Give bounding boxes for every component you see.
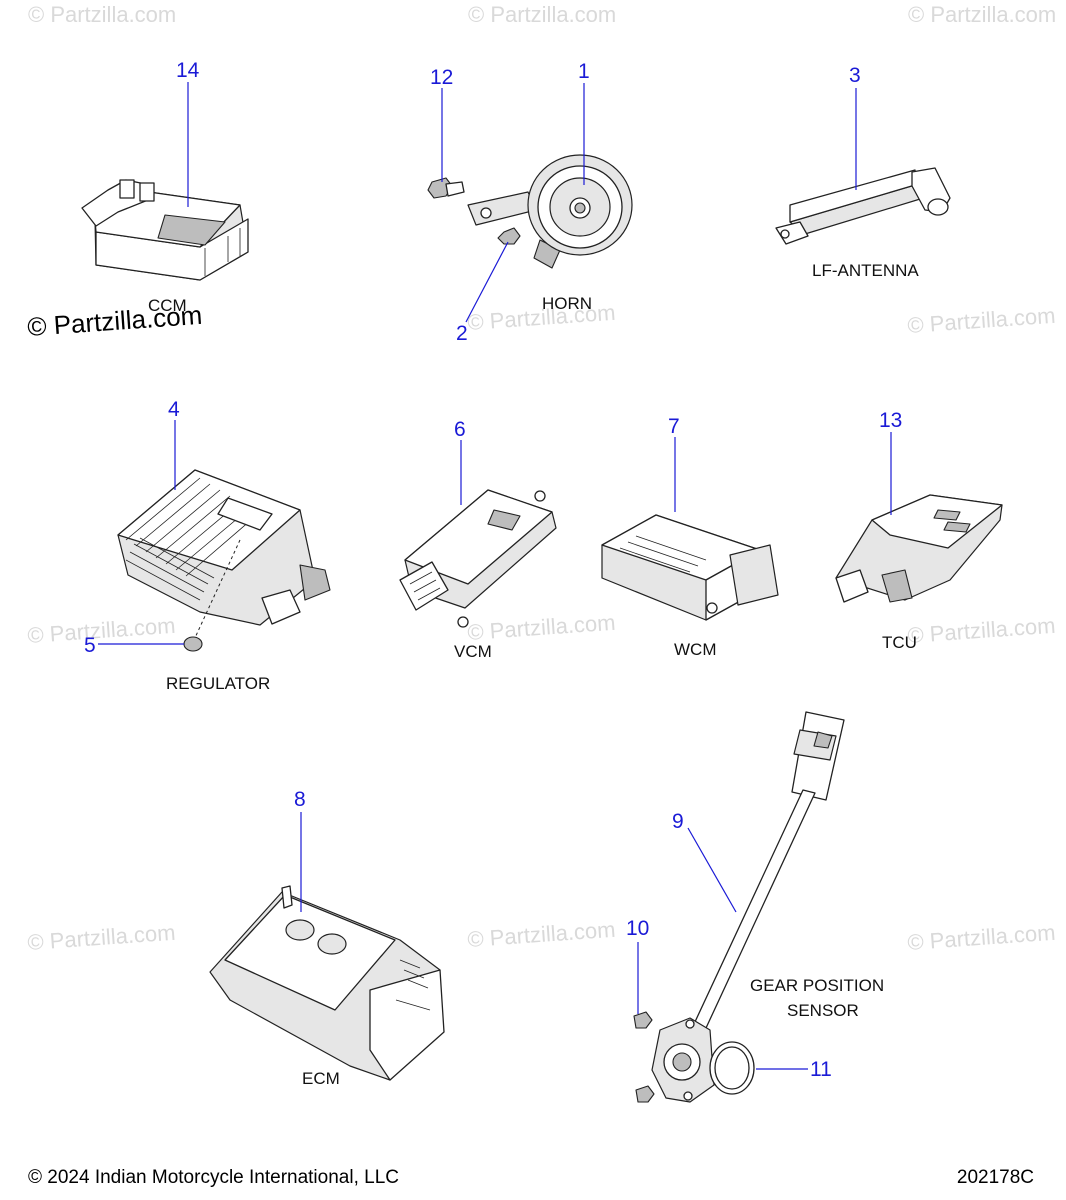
label-vcm: VCM — [454, 642, 492, 661]
callout-7: 7 — [668, 415, 680, 438]
callout-2: 2 — [456, 322, 468, 345]
gear-position-sensor-drawing — [633, 711, 845, 1103]
callout-1: 1 — [578, 60, 590, 83]
watermark: © Partzilla.com — [907, 303, 1057, 338]
callout-4: 4 — [168, 398, 180, 421]
watermark: © Partzilla.com — [907, 613, 1057, 648]
label-sensor: SENSOR — [787, 1001, 859, 1020]
callout-11: 11 — [810, 1058, 832, 1081]
callout-3: 3 — [849, 64, 861, 87]
watermark: © Partzilla.com — [27, 613, 177, 648]
callout-12: 12 — [430, 66, 453, 89]
wcm-drawing — [601, 514, 779, 621]
callout-9: 9 — [672, 810, 684, 833]
partzilla-stamp: © Partzilla.com — [26, 300, 203, 342]
label-regulator: REGULATOR — [166, 674, 270, 693]
label-ecm: ECM — [302, 1069, 340, 1088]
lf-antenna-drawing — [775, 167, 951, 245]
callout-13: 13 — [879, 409, 902, 432]
copyright-notice: © 2024 Indian Motorcycle International, … — [28, 1167, 399, 1188]
label-tcu: TCU — [882, 633, 917, 652]
callout-5: 5 — [84, 634, 96, 657]
ccm-module-drawing — [81, 179, 249, 281]
regulator-drawing — [117, 469, 331, 652]
tcu-drawing — [835, 494, 1003, 603]
label-lf-antenna: LF-ANTENNA — [812, 261, 919, 280]
callout-14: 14 — [176, 59, 200, 82]
horn-drawing — [427, 154, 633, 269]
drawing-number: 202178C — [956, 1167, 1034, 1188]
callout-8: 8 — [294, 788, 306, 811]
callout-9-leader — [687, 827, 737, 913]
label-gear-position: GEAR POSITION — [750, 976, 884, 995]
watermark: © Partzilla.com — [467, 610, 617, 645]
watermark: © Partzilla.com — [27, 920, 177, 955]
watermark: © Partzilla.com — [468, 2, 616, 27]
watermarks: © Partzilla.com © Partzilla.com © Partzi… — [27, 2, 1057, 955]
label-horn: HORN — [542, 294, 592, 313]
label-ccm: CCM — [148, 296, 187, 315]
watermark: © Partzilla.com — [467, 917, 617, 952]
watermark: © Partzilla.com — [908, 2, 1056, 27]
watermark: © Partzilla.com — [907, 920, 1057, 955]
watermark: © Partzilla.com — [28, 2, 176, 27]
callout-6: 6 — [454, 418, 466, 441]
ecm-drawing — [209, 885, 445, 1081]
label-wcm: WCM — [674, 640, 716, 659]
vcm-drawing — [399, 489, 557, 628]
callout-10: 10 — [626, 917, 649, 940]
callout-2-leader — [465, 241, 509, 323]
